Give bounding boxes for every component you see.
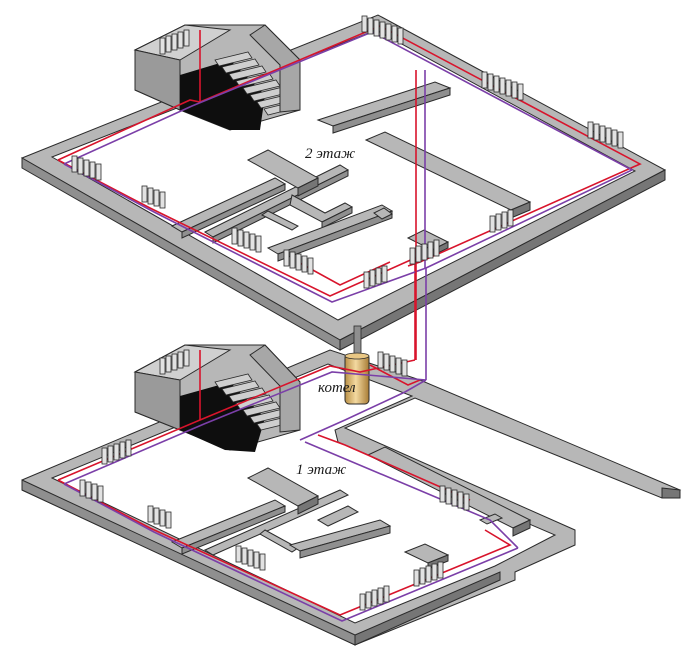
radiator-icon [413,561,444,587]
boiler: котел [318,325,370,405]
radiator-icon [587,121,624,149]
radiator-icon [147,505,172,529]
floor-2-plan: 2 этаж [20,14,667,380]
floor-2-interior-walls [170,81,532,262]
radiator-icon [79,479,104,503]
radiator-icon [409,239,440,265]
radiator-icon [235,545,266,571]
floor-1-label: 1 этаж [296,462,346,478]
floor-2-staircase [133,24,301,131]
boiler-label: котел [318,380,356,396]
radiator-icon [481,71,524,101]
floor-1-plan: котел 1 этаж [21,325,682,646]
floor-1-radiators [79,349,470,611]
radiator-icon [359,585,390,611]
radiator-icon [489,209,514,233]
radiator-icon [71,155,102,181]
radiator-icon [159,29,190,55]
radiator-icon [283,249,314,275]
radiator-icon [377,351,408,377]
floor-2-radiators [71,15,624,289]
floor-1-interior-walls [170,446,532,570]
radiator-icon [101,439,132,465]
radiator-icon [141,185,166,209]
radiator-icon [439,485,470,511]
floor-1-return-pipe [63,371,519,622]
floor-2-label: 2 этаж [305,146,355,162]
boiler-icon [344,325,370,405]
floor-2-outer-wall [20,14,667,351]
radiator-icon [231,227,262,253]
radiator-icon [361,15,404,45]
radiator-icon [363,265,388,289]
staircase-icon [214,373,295,431]
radiator-icon [159,349,190,375]
